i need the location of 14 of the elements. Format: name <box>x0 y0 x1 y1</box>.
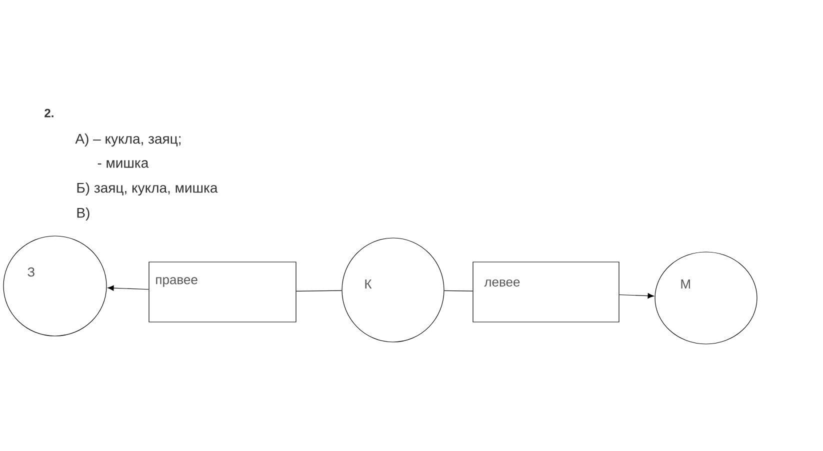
answer-text: - мишка <box>98 160 149 168</box>
circle-node: З <box>3 236 107 336</box>
answer-text: А) – кукла, заяц; <box>75 133 180 147</box>
circle-node: К <box>342 238 444 342</box>
exercise-number: 2. <box>44 108 54 118</box>
arrow <box>108 285 149 291</box>
answer-text: В) <box>77 207 90 221</box>
arrow <box>619 293 654 299</box>
answer-text: Б) заяц, кукла, мишка <box>77 182 218 196</box>
circle-node: М <box>654 252 758 344</box>
connector-line <box>444 290 473 292</box>
connector-line <box>296 290 342 292</box>
process-box: правее <box>148 262 296 322</box>
process-box: левее <box>472 262 620 322</box>
